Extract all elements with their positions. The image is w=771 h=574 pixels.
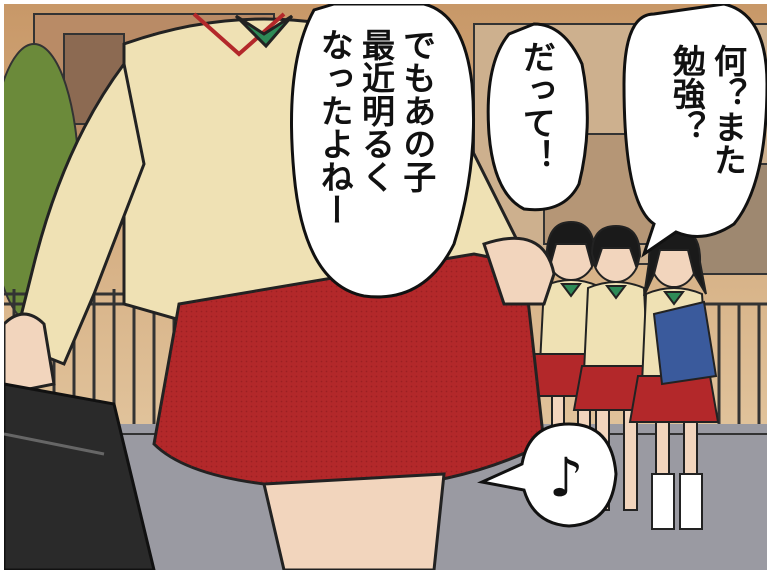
- speech-bubble-1-text: 何？また勉強？: [667, 44, 748, 176]
- legs: [262, 472, 446, 570]
- blue-school-bag: [652, 300, 718, 386]
- speech-bubble-3-text: でもあの子最近明るくなったよねー: [315, 28, 437, 226]
- black-bag: [4, 382, 156, 570]
- manga-panel: 何？また勉強？ だって！ でもあの子最近明るくなったよねー ♪: [4, 4, 767, 570]
- speech-bubble-3: [290, 4, 476, 299]
- speech-bubble-1: [622, 4, 767, 258]
- speech-bubble-2-text: だって！: [517, 40, 557, 172]
- ribbon: [234, 14, 294, 49]
- speech-bubbles: [290, 4, 767, 528]
- panel-illustration: [4, 4, 767, 570]
- speech-bubble-2: [486, 22, 589, 212]
- hand: [482, 236, 556, 306]
- speech-bubble-4: [477, 422, 618, 528]
- music-note-text: ♪: [549, 446, 584, 509]
